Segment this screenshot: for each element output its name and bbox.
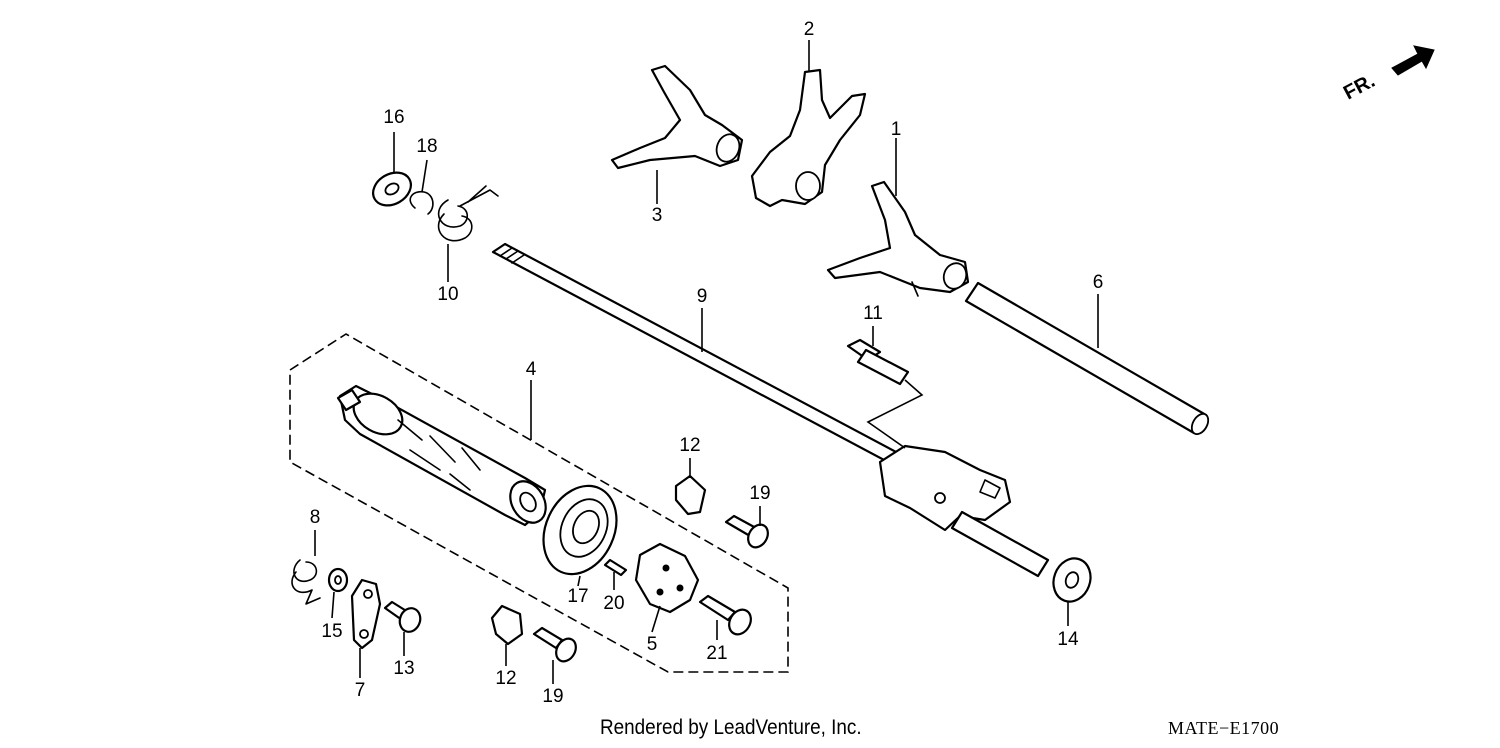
part-16-washer bbox=[372, 171, 412, 207]
front-direction-indicator: FR. bbox=[1340, 45, 1435, 105]
part-14-washer bbox=[1052, 557, 1092, 603]
part-5-drum-center bbox=[634, 542, 700, 614]
part-4-shift-drum bbox=[336, 384, 547, 527]
part-21-bolt bbox=[698, 594, 752, 636]
part-17-bearing bbox=[542, 484, 618, 576]
callout-1[interactable]: 1 bbox=[891, 119, 902, 140]
part-2-shift-fork bbox=[750, 68, 867, 208]
part-19-bolt-upper bbox=[724, 514, 769, 549]
part-1-shift-fork bbox=[826, 180, 970, 297]
callout-13[interactable]: 13 bbox=[393, 658, 414, 679]
callout-12-upper[interactable]: 12 bbox=[679, 435, 700, 456]
fr-label: FR. bbox=[1340, 70, 1379, 105]
callout-9[interactable]: 9 bbox=[697, 286, 708, 307]
callout-18[interactable]: 18 bbox=[416, 136, 437, 157]
part-7-stopper-arm bbox=[350, 578, 382, 650]
diagram-code: MATE−E1700 bbox=[1168, 718, 1280, 738]
callout-3[interactable]: 3 bbox=[652, 205, 663, 226]
callout-5[interactable]: 5 bbox=[647, 634, 658, 655]
part-18-circlip bbox=[409, 190, 434, 215]
front-arrow-icon bbox=[1391, 45, 1435, 76]
callout-19-lower[interactable]: 19 bbox=[542, 686, 563, 707]
part-11-bolt bbox=[846, 338, 924, 449]
callout-11[interactable]: 11 bbox=[863, 303, 883, 324]
callout-6[interactable]: 6 bbox=[1093, 272, 1104, 293]
part-13-bolt bbox=[383, 600, 422, 633]
part-12-plate-lower bbox=[490, 604, 524, 646]
part-3-shift-fork bbox=[610, 64, 744, 170]
callouts: 1 2 3 4 5 6 7 8 9 10 11 12 12 13 14 15 1… bbox=[310, 19, 1104, 707]
part-10-spring bbox=[437, 185, 499, 242]
leader-lines bbox=[314, 40, 1099, 684]
callout-7[interactable]: 7 bbox=[355, 680, 366, 701]
callout-21[interactable]: 21 bbox=[706, 643, 727, 664]
callout-20[interactable]: 20 bbox=[603, 593, 624, 614]
part-6-shift-fork-shaft bbox=[964, 281, 1210, 436]
part-20-dowel-pin bbox=[603, 558, 628, 577]
callout-2[interactable]: 2 bbox=[804, 19, 815, 40]
part-19-bolt-lower bbox=[532, 626, 577, 663]
footer-credit: Rendered by LeadVenture, Inc. bbox=[600, 716, 862, 739]
callout-12-lower[interactable]: 12 bbox=[495, 668, 516, 689]
callout-15[interactable]: 15 bbox=[321, 621, 342, 642]
callout-16[interactable]: 16 bbox=[383, 107, 404, 128]
part-15-washer bbox=[327, 567, 349, 593]
callout-8[interactable]: 8 bbox=[310, 507, 321, 528]
callout-19-upper[interactable]: 19 bbox=[749, 483, 770, 504]
callout-17[interactable]: 17 bbox=[567, 586, 588, 607]
callout-10[interactable]: 10 bbox=[437, 284, 458, 305]
part-8-spring bbox=[291, 559, 321, 605]
callout-14[interactable]: 14 bbox=[1057, 629, 1079, 650]
callout-4[interactable]: 4 bbox=[526, 359, 537, 380]
shift-spindle-arm bbox=[878, 444, 1050, 578]
part-12-plate-upper bbox=[674, 474, 707, 516]
assembly-boundary bbox=[289, 333, 789, 673]
